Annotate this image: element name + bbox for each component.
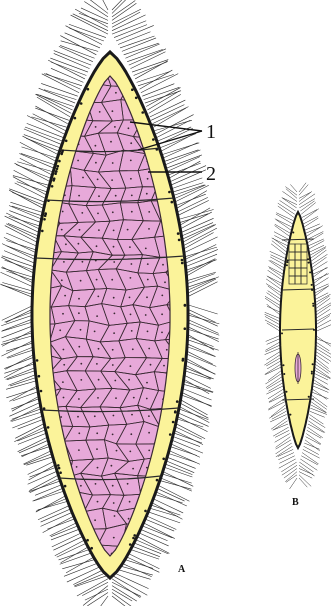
specimen-label-a: A xyxy=(178,564,186,575)
specimen-label-b: B xyxy=(292,497,299,508)
specimen-b xyxy=(264,183,331,489)
callout-label-1: 1 xyxy=(206,121,216,143)
specimen-a xyxy=(0,0,219,606)
callout-label-2: 2 xyxy=(206,163,216,185)
